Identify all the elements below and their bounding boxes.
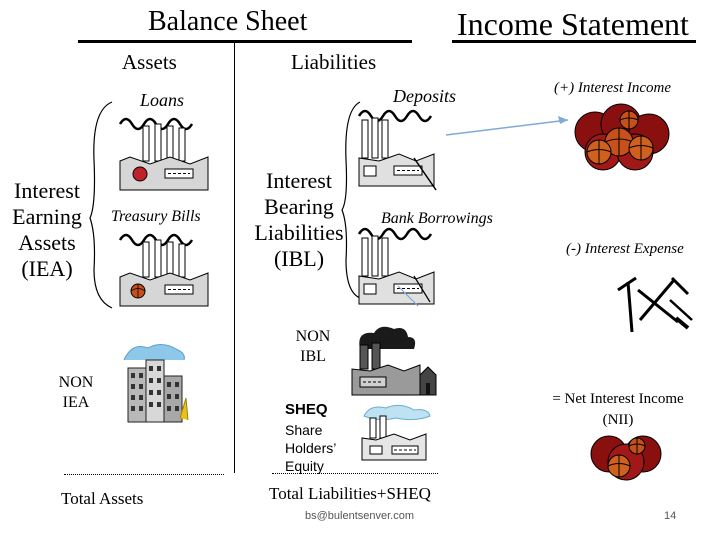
ibl-label: Interest Bearing Liabilities (IBL): [242, 168, 356, 272]
city-buildings-icon: [123, 344, 189, 423]
non-iea-line-1: NON: [58, 374, 94, 391]
assets-total-line: [64, 474, 224, 475]
nii-line-2: (NII): [602, 412, 634, 428]
nii-line-1: = Net Interest Income: [552, 391, 684, 407]
loans-factory-icon: [118, 117, 209, 191]
ibl-line-4: (IBL): [273, 246, 325, 271]
non-ibl-line-1: NON: [295, 328, 331, 345]
interest-expense-label: (-) Interest Expense: [566, 241, 684, 257]
ibl-bracket: [341, 101, 361, 299]
treasury-factory-icon: [118, 233, 209, 307]
iea-line-4: (IEA): [21, 256, 73, 281]
deposits-label: Deposits: [393, 86, 456, 106]
deposits-factory-icon: [357, 109, 437, 191]
sheq-label: SHEQ: [285, 401, 328, 418]
net-interest-income-label: = Net Interest Income (NII): [530, 389, 706, 431]
sheq-description: Share Holders’ Equity: [285, 421, 336, 475]
non-ibl-line-2: IBL: [300, 348, 326, 365]
liabilities-total-line: [272, 473, 438, 474]
non-iea-line-2: IEA: [62, 394, 90, 411]
balance-sheet-underline: [78, 40, 412, 43]
treasury-bills-label: Treasury Bills: [111, 208, 201, 225]
interest-income-balls-icon: [574, 103, 670, 171]
non-ibl-label: NON IBL: [288, 327, 338, 367]
iea-label: Interest Earning Assets (IEA): [6, 178, 88, 282]
bank-borrowings-label: Bank Borrowings: [381, 210, 493, 227]
interest-expense-tools-icon: [617, 276, 693, 333]
iea-bracket: [89, 101, 113, 309]
iea-line-3: Assets: [18, 230, 76, 255]
footer-email: bs@bulentsenver.com: [305, 510, 415, 522]
balance-sheet-title: Balance Sheet: [148, 6, 308, 37]
borrowings-factory-icon: [357, 227, 435, 305]
non-ibl-factory-icon: [351, 326, 437, 396]
assets-header: Assets: [122, 50, 177, 74]
loans-label: Loans: [140, 90, 185, 110]
interest-income-label: (+) Interest Income: [554, 80, 672, 96]
sheq-desc-line-2: Holders’: [285, 440, 337, 456]
ibl-line-2: Bearing: [264, 194, 334, 219]
ibl-line-3: Liabilities: [254, 220, 344, 245]
sheq-factory-icon: [361, 404, 431, 461]
non-iea-label: NON IEA: [48, 373, 104, 413]
income-statement-underline: [452, 40, 696, 43]
total-assets-label: Total Assets: [61, 489, 144, 508]
iea-line-2: Earning: [12, 204, 82, 229]
nii-balls-icon: [590, 435, 662, 481]
total-liabilities-sheq-label: Total Liabilities+SHEQ: [269, 484, 431, 503]
income-statement-title: Income Statement: [457, 6, 689, 42]
liabilities-header: Liabilities: [291, 50, 377, 74]
ibl-line-1: Interest: [266, 168, 332, 193]
balance-sheet-divider: [234, 43, 235, 473]
page-number: 14: [664, 510, 677, 522]
iea-line-1: Interest: [14, 178, 80, 203]
sheq-desc-line-1: Share: [285, 422, 323, 438]
sheq-desc-line-3: Equity: [285, 458, 324, 474]
